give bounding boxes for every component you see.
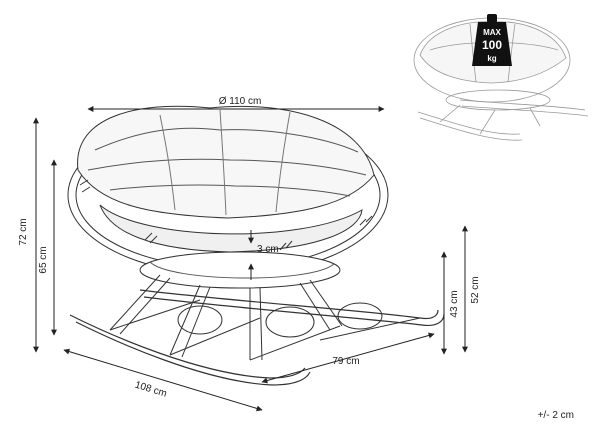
- main-chair: [67, 105, 445, 386]
- label-front-height: 43 cm: [449, 290, 460, 317]
- left-runner: [69, 314, 306, 379]
- label-depth: 79 cm: [332, 356, 359, 367]
- base-ring: [139, 251, 341, 289]
- badge-line2: 100: [482, 38, 502, 52]
- label-diameter: Ø 110 cm: [219, 96, 262, 107]
- label-cushion: 3 cm: [257, 244, 279, 255]
- tolerance-note: +/- 2 cm: [538, 410, 574, 421]
- label-length: 108 cm: [133, 380, 168, 400]
- dimension-lines: [33, 106, 468, 412]
- cushion-seat: [99, 204, 363, 253]
- length-arrow: [63, 348, 263, 412]
- label-seat-height: 52 cm: [470, 276, 481, 303]
- badge-line1: MAX: [483, 28, 501, 37]
- label-total-height: 72 cm: [18, 218, 29, 245]
- weight-badge: MAX 100 kg: [472, 14, 512, 66]
- badge-line3: kg: [487, 54, 496, 63]
- label-back-height: 65 cm: [38, 246, 49, 273]
- right-runner: [139, 289, 439, 320]
- depth-arrow: [261, 332, 435, 384]
